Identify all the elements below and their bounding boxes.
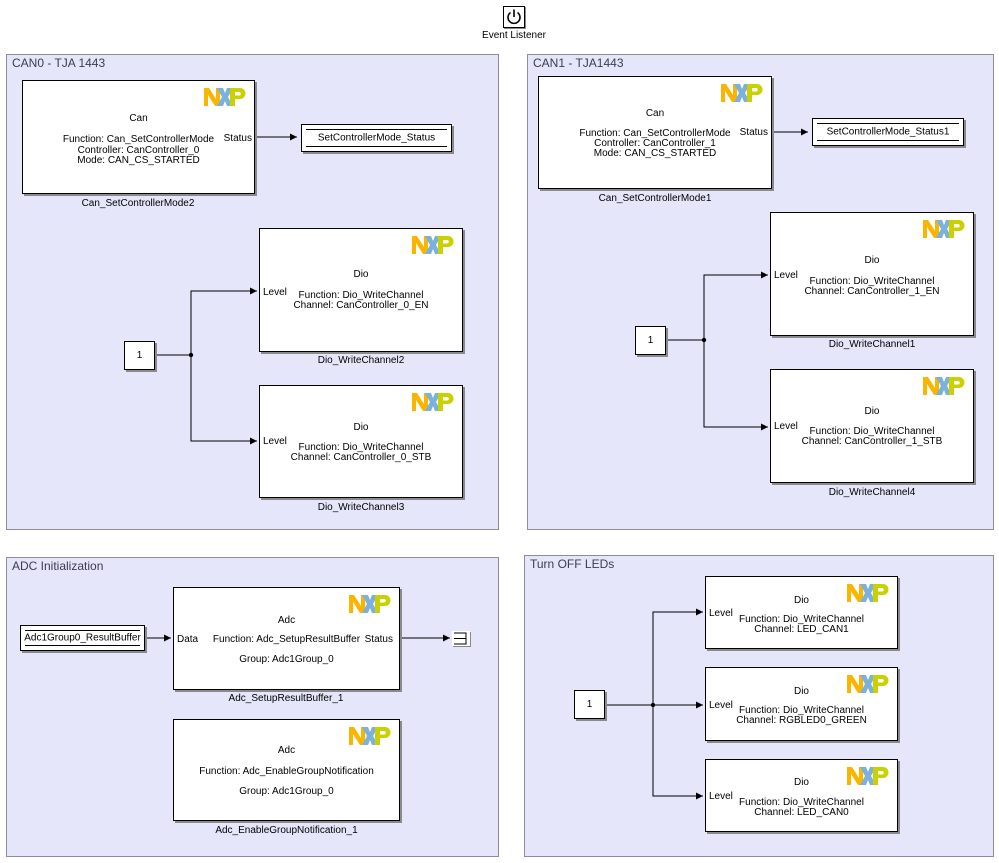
block-group-text: Group: Adc1Group_0 — [239, 654, 334, 665]
block-function-text: Function: Dio_WriteChannel — [298, 442, 424, 453]
block-mode-text: Mode: CAN_CS_STARTED — [593, 148, 717, 159]
block-function-text: Function: Adc_EnableGroupNotification — [199, 766, 374, 777]
block-type-label: Dio — [864, 255, 880, 266]
block-controller-text: Controller: CanController_1 — [594, 138, 716, 149]
nxp-logo — [721, 84, 763, 102]
block-channel-text: Channel: CanController_1_EN — [804, 286, 940, 297]
dio-writechannel-block[interactable]: Dio Level Function: Dio_WriteChannel Cha… — [705, 759, 898, 832]
dio-writechannel-block[interactable]: Dio Level Function: Dio_WriteChannel Cha… — [705, 576, 898, 649]
block-type-label: Adc — [277, 615, 296, 626]
block-function-text: Function: Can_SetControllerMode — [579, 128, 731, 139]
block-channel-text: Channel: CanController_0_STB — [290, 452, 432, 463]
block-type-label: Adc — [277, 745, 296, 756]
block-type-label: Dio — [353, 269, 369, 280]
block-name: Dio_WriteChannel1 — [828, 339, 916, 350]
input-port-label: Level — [263, 287, 287, 298]
input-port-label: Level — [709, 608, 733, 619]
input-port-label: Level — [709, 791, 733, 802]
event-listener-block[interactable] — [503, 6, 525, 28]
block-type-label: Dio — [793, 595, 809, 606]
adc-setupresultbuffer-block[interactable]: Adc Data Function: Adc_SetupResultBuffer… — [173, 587, 400, 690]
area-title: CAN1 - TJA1443 — [533, 56, 624, 70]
output-port-label: Status — [223, 133, 252, 144]
nxp-logo — [923, 220, 965, 238]
output-port-label: Status — [364, 634, 393, 645]
terminator-block[interactable] — [452, 631, 470, 646]
input-port-label: Level — [774, 270, 798, 281]
block-function-text: Function: Dio_WriteChannel — [739, 705, 864, 716]
data-store-label: SetControllerMode_Status1 — [826, 126, 950, 138]
block-channel-text: Channel: CanController_1_STB — [801, 436, 943, 447]
block-function-text: Function: Dio_WriteChannel — [739, 797, 864, 808]
block-name: Dio_WriteChannel4 — [828, 487, 916, 498]
data-store-write-block[interactable]: SetControllerMode_Status1 — [812, 118, 964, 146]
block-name: Can_SetControllerMode2 — [81, 198, 195, 209]
input-port-label: Level — [774, 421, 798, 432]
block-function-text: Function: Dio_WriteChannel — [739, 614, 864, 625]
input-port-label: Data — [177, 634, 199, 645]
nxp-logo — [847, 767, 889, 785]
block-type-label: Dio — [864, 406, 880, 417]
block-mode-text: Mode: CAN_CS_STARTED — [77, 155, 200, 166]
dio-writechannel-block[interactable]: Dio Level Function: Dio_WriteChannel Cha… — [259, 228, 463, 352]
output-port-label: Status — [739, 127, 768, 138]
area-title: Turn OFF LEDs — [530, 557, 615, 571]
nxp-logo — [847, 675, 889, 693]
block-channel-text: Channel: RGBLED0_GREEN — [736, 715, 867, 726]
block-function-text: Function: Dio_WriteChannel — [298, 290, 424, 301]
dio-writechannel-block[interactable]: Dio Level Function: Dio_WriteChannel Cha… — [259, 385, 463, 498]
can-setcontrollermode-block[interactable]: Can Function: Can_SetControllerMode Cont… — [22, 80, 255, 194]
block-controller-text: Controller: CanController_0 — [77, 145, 200, 156]
power-icon — [507, 9, 521, 25]
block-name: Can_SetControllerMode1 — [598, 193, 712, 204]
block-function-text: Function: Can_SetControllerMode — [62, 134, 215, 145]
nxp-logo — [412, 236, 454, 254]
block-name: Dio_WriteChannel2 — [317, 355, 405, 366]
nxp-logo — [923, 377, 965, 395]
nxp-logo — [349, 595, 391, 613]
adc-enablegroupnotification-block[interactable]: Adc Function: Adc_EnableGroupNotificatio… — [173, 719, 400, 821]
block-name: Dio_WriteChannel3 — [317, 502, 405, 513]
data-store-label: SetControllerMode_Status — [317, 132, 436, 144]
dio-writechannel-block[interactable]: Dio Level Function: Dio_WriteChannel Cha… — [770, 369, 974, 483]
nxp-logo — [204, 88, 246, 106]
block-channel-text: Channel: LED_CAN0 — [754, 807, 849, 818]
block-function-text: Function: Dio_WriteChannel — [809, 276, 935, 287]
block-group-text: Group: Adc1Group_0 — [239, 786, 334, 797]
area-title: CAN0 - TJA 1443 — [12, 56, 106, 70]
block-channel-text: Channel: LED_CAN1 — [754, 624, 849, 635]
block-type-label: Can — [129, 113, 148, 124]
block-function-text: Function: Dio_WriteChannel — [809, 426, 935, 437]
constant-block[interactable]: 1 — [124, 341, 155, 370]
nxp-logo — [412, 393, 454, 411]
input-port-label: Level — [263, 436, 287, 447]
block-name: Adc_SetupResultBuffer_1 — [228, 693, 344, 704]
can-setcontrollermode-block[interactable]: Can Function: Can_SetControllerMode Cont… — [538, 76, 772, 189]
area-title: ADC Initialization — [12, 559, 104, 573]
nxp-logo — [349, 727, 391, 745]
constant-block[interactable]: 1 — [574, 690, 605, 719]
dio-writechannel-block[interactable]: Dio Level Function: Dio_WriteChannel Cha… — [770, 212, 974, 336]
constant-block[interactable]: 1 — [635, 326, 666, 355]
block-type-label: Can — [645, 108, 665, 119]
block-channel-text: Channel: CanController_0_EN — [293, 300, 429, 311]
input-port-label: Level — [709, 700, 733, 711]
block-type-label: Dio — [353, 422, 369, 433]
block-name: Adc_EnableGroupNotification_1 — [215, 825, 358, 836]
block-function-text: Function: Adc_SetupResultBuffer — [212, 634, 361, 645]
block-type-label: Dio — [793, 777, 809, 788]
data-store-label: Adc1Group0_ResultBuffer — [24, 632, 141, 644]
event-listener-label: Event Listener — [482, 30, 546, 41]
block-type-label: Dio — [793, 686, 809, 697]
dio-writechannel-block[interactable]: Dio Level Function: Dio_WriteChannel Cha… — [705, 667, 898, 741]
data-store-read-block[interactable]: Adc1Group0_ResultBuffer — [20, 625, 145, 651]
nxp-logo — [847, 584, 889, 602]
data-store-write-block[interactable]: SetControllerMode_Status — [301, 124, 452, 152]
